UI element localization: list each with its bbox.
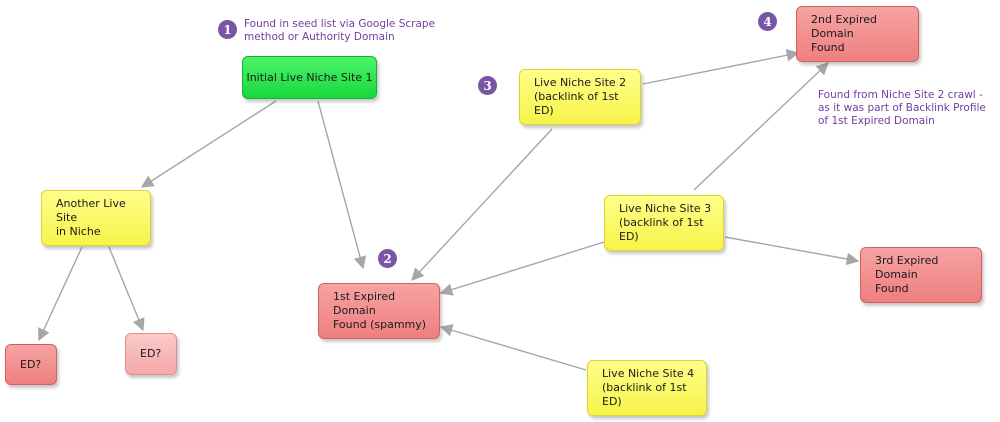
node-label-line: ED? — [20, 357, 42, 371]
node-label-line: Found — [875, 282, 909, 295]
node-another-live-site: Another Live Site in Niche — [41, 190, 151, 246]
node-label-line: in Niche — [56, 225, 101, 238]
edge-initial-to-another — [140, 100, 277, 188]
edge-initial-to-expired1 — [317, 100, 367, 270]
node-label-line: 2nd Expired Domain — [811, 13, 877, 40]
node-live-niche-site-2: Live Niche Site 2 (backlink of 1st ED) — [519, 69, 641, 125]
step-badge-2: 2 — [378, 249, 397, 268]
note-step-1: Found in seed list via Google Scrape met… — [244, 18, 435, 44]
node-label-line: Live Niche Site 3 — [619, 202, 712, 215]
edge-another-to-ed-left — [38, 246, 83, 342]
node-1st-expired-domain: 1st Expired Domain Found (spammy) — [318, 283, 440, 339]
step-badge-3: 3 — [478, 76, 497, 95]
node-label-line: Live Niche Site 2 — [534, 76, 627, 89]
node-label-line: 3rd Expired Domain — [875, 254, 939, 281]
node-label-line: 1st Expired Domain — [333, 290, 396, 317]
note-line: method or Authority Domain — [244, 31, 395, 43]
edge-site3-to-expired3 — [724, 236, 860, 266]
edge-site4-to-expired1 — [439, 324, 587, 371]
note-line: of 1st Expired Domain — [818, 115, 935, 127]
node-live-niche-site-4: Live Niche Site 4 (backlink of 1st ED) — [587, 360, 707, 416]
node-label-line: Another Live Site — [56, 197, 126, 224]
node-live-niche-site-3: Live Niche Site 3 (backlink of 1st ED) — [604, 195, 724, 251]
edge-site2-to-expired1 — [411, 128, 553, 281]
note-line: as it was part of Backlink Profile — [818, 102, 986, 114]
node-label-line: (backlink of 1st ED) — [602, 381, 687, 408]
node-initial-live-niche-site-1: Initial Live Niche Site 1 — [242, 56, 377, 99]
edge-site2-to-expired2 — [642, 49, 800, 85]
node-label-line: ED? — [140, 347, 162, 360]
node-3rd-expired-domain: 3rd Expired Domain Found — [860, 247, 982, 303]
node-label-line: Found — [811, 41, 845, 54]
node-label-line: (backlink of 1st ED) — [619, 216, 704, 243]
node-2nd-expired-domain: 2nd Expired Domain Found — [796, 6, 919, 62]
step-badge-4: 4 — [758, 12, 777, 31]
edge-site3-to-expired2 — [693, 62, 829, 191]
node-label-line: Live Niche Site 4 — [602, 367, 695, 380]
step-badge-1: 1 — [218, 20, 237, 39]
edge-site3-to-expired1 — [439, 241, 605, 296]
node-label-line: (backlink of 1st ED) — [534, 90, 619, 117]
note-line: Found from Niche Site 2 crawl - — [818, 89, 983, 101]
note-step-4: Found from Niche Site 2 crawl - as it wa… — [818, 89, 986, 128]
node-ed-right: ED? — [125, 333, 177, 375]
node-label-line: Found (spammy) — [333, 318, 427, 331]
node-ed-left: ED? — [5, 344, 57, 385]
node-label-line: Initial Live Niche Site 1 — [246, 70, 373, 84]
edge-another-to-ed-right — [108, 246, 145, 332]
note-line: Found in seed list via Google Scrape — [244, 18, 436, 30]
